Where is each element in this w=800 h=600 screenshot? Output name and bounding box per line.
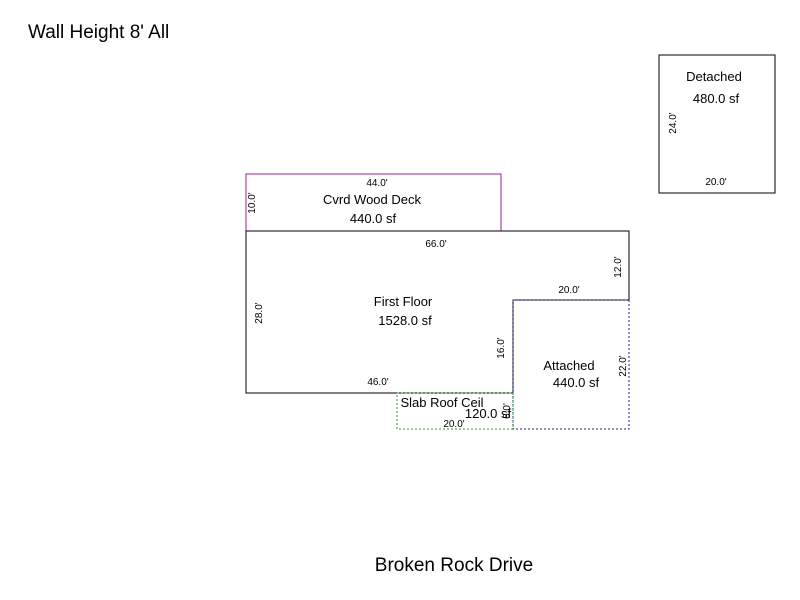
slab-outline xyxy=(396,392,514,430)
first-floor-notch-dimension: 20.0' xyxy=(558,285,579,296)
attached-label: Attached xyxy=(543,358,594,373)
detached-left-dimension: 24.0' xyxy=(668,112,679,133)
wall-height-title: Wall Height 8' All xyxy=(28,22,169,43)
first-floor-area-value: 1528.0 sf xyxy=(378,313,432,328)
first-floor-left-dimension: 28.0' xyxy=(254,302,265,323)
first-floor-top-dimension: 66.0' xyxy=(425,239,446,250)
attached-area: Attached 440.0 sf 22.0' xyxy=(512,299,630,430)
attached-right-dimension: 22.0' xyxy=(618,355,629,376)
detached-label: Detached xyxy=(686,69,742,84)
first-floor-area: 66.0' 28.0' 46.0' 16.0' 12.0' 20.0' Firs… xyxy=(245,230,630,394)
attached-outline xyxy=(512,299,630,430)
detached-area-value: 480.0 sf xyxy=(693,91,740,106)
attached-area-value: 440.0 sf xyxy=(553,375,600,390)
deck-left-dimension: 10.0' xyxy=(247,192,258,213)
first-floor-label: First Floor xyxy=(374,294,433,309)
slab-right-dimension: 6.0' xyxy=(502,403,513,419)
first-floor-right-dimension: 12.0' xyxy=(613,256,624,277)
deck-area-value: 440.0 sf xyxy=(350,211,397,226)
deck-top-dimension: 44.0' xyxy=(366,178,387,189)
detached-outline xyxy=(658,54,776,194)
slab-bottom-dimension: 20.0' xyxy=(443,419,464,430)
first-floor-step-dimension: 16.0' xyxy=(496,337,507,358)
slab-area-value: 120.0 sf xyxy=(465,406,512,421)
slab-area: Slab Roof Ceil 120.0 sf 20.0' 6.0' xyxy=(396,392,514,430)
first-floor-bottom-dimension: 46.0' xyxy=(367,377,388,388)
deck-area: 44.0' 10.0' Cvrd Wood Deck 440.0 sf xyxy=(245,173,502,232)
detached-bottom-dimension: 20.0' xyxy=(705,177,726,188)
street-label: Broken Rock Drive xyxy=(375,555,533,576)
detached-area: Detached 480.0 sf 24.0' 20.0' xyxy=(658,54,776,194)
deck-label: Cvrd Wood Deck xyxy=(323,192,422,207)
slab-label: Slab Roof Ceil xyxy=(400,395,483,410)
